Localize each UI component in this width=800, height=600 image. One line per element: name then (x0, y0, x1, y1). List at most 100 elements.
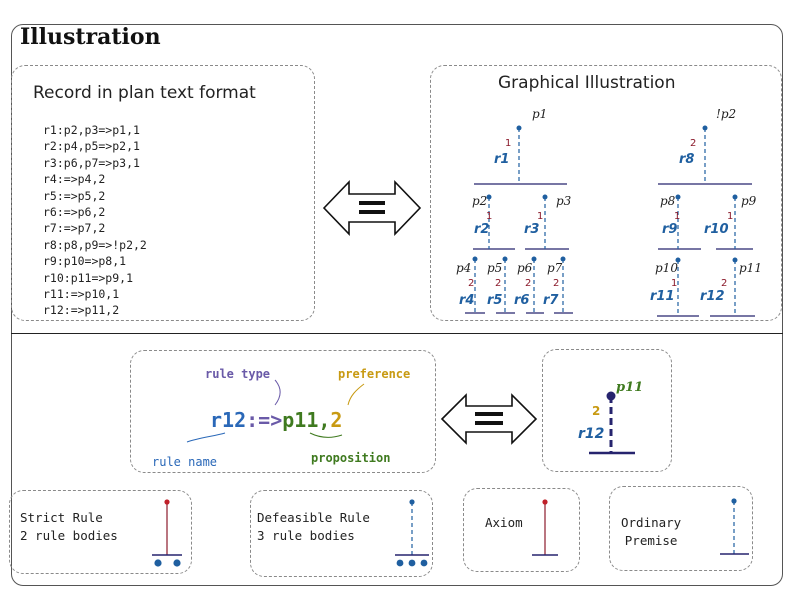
rule-example-diagram: p11 2 r12 (578, 380, 643, 455)
rule-example-panel (542, 349, 672, 472)
proposition-label: p4 (456, 261, 471, 275)
record-list: r1:p2,p3=>p1,1 r2:p4,p5=>p2,1 r3:p6,p7=>… (43, 122, 147, 319)
equivalence-arrow-top (322, 180, 422, 236)
tree-node (675, 257, 681, 263)
preference-token: 2 (330, 408, 342, 432)
preference-label: 1 (671, 278, 677, 289)
preference-label: 1 (727, 211, 733, 222)
record-line: r8:p8,p9=>!p2,2 (43, 237, 147, 252)
defeasible-rule-title: Defeasible Rule (257, 510, 370, 525)
record-line: r12:=>p11,2 (43, 303, 120, 318)
rule-name-label: r9 (662, 222, 677, 237)
tree-node (486, 194, 492, 200)
rule-type-pointer (274, 379, 281, 406)
preference-label: 2 (468, 278, 474, 289)
preference-label: 2 (690, 138, 696, 149)
record-line: r1:p2,p3=>p1,1 (43, 123, 140, 137)
proposition-label: p8 (660, 194, 676, 208)
proposition-label: p2 (472, 194, 487, 208)
axiom-icon (532, 499, 558, 556)
rule-name-label: r12 (700, 289, 725, 304)
equivalence-arrow-bottom (440, 393, 538, 445)
tree-node (732, 257, 738, 263)
record-line: r11:=>p10,1 (43, 287, 120, 302)
rule-name-pointer (186, 432, 226, 443)
rule-anatomy-diagram: rule type preference r12:=>p11,2 rule na… (152, 367, 410, 469)
legend-defeasible-rule (250, 490, 433, 577)
tree-node (675, 194, 681, 200)
proposition-label: p5 (487, 261, 502, 275)
proposition-label: proposition (311, 451, 390, 465)
record-line: r9:p10=>p8,1 (43, 254, 127, 269)
preference-pointer (347, 383, 365, 406)
strict-rule-desc: 2 rule bodies (20, 528, 118, 543)
plain-text-heading: Record in plan text format (33, 83, 256, 103)
tree-node (502, 256, 508, 262)
proposition-label: p3 (556, 194, 572, 208)
tree-node (542, 194, 548, 200)
rule-name-label: r1 (494, 152, 509, 167)
record-line: r4:=>p4,2 (43, 172, 106, 187)
rule-name-label: r7 (543, 293, 559, 308)
plain-text-panel (11, 65, 315, 321)
example-preference: 2 (592, 404, 600, 418)
proposition-label: p11 (739, 261, 762, 275)
svg-text:r12:=>p11,2: r12:=>p11,2 (210, 408, 342, 432)
proposition-label: p7 (547, 261, 563, 275)
proposition-token: p11 (282, 408, 318, 432)
example-proposition: p11 (616, 380, 643, 395)
preference-label: 2 (553, 278, 559, 289)
proposition-label: p10 (655, 261, 678, 275)
rule-name-label: r5 (487, 293, 502, 308)
preference-label: 1 (674, 211, 680, 222)
rule-type-label: rule type (205, 367, 270, 381)
preference-label: 1 (537, 211, 543, 222)
proposition-pointer (309, 432, 343, 438)
example-rule-name: r12 (578, 426, 604, 442)
rule-name-label: r2 (474, 222, 489, 237)
record-line: r10:p11=>p9,1 (43, 270, 134, 285)
preference-label: preference (338, 367, 410, 381)
defeasible-rule-desc: 3 rule bodies (257, 528, 355, 543)
strict-rule-title: Strict Rule (20, 510, 103, 525)
rule-name-label: r8 (679, 152, 694, 167)
graphical-heading: Graphical Illustration (498, 73, 676, 93)
tree-node (516, 125, 522, 131)
preference-label: 2 (495, 278, 501, 289)
proposition-label: !p2 (716, 107, 736, 121)
preference-label: 1 (486, 211, 492, 222)
record-line: r3:p6,p7=>p3,1 (43, 155, 140, 170)
rule-name-label: r4 (459, 293, 474, 308)
defeasible-rule-icon (395, 499, 429, 567)
preference-label: 1 (505, 138, 511, 149)
strict-rule-icon (152, 499, 182, 567)
proposition-label: p6 (517, 261, 533, 275)
rule-name-label: rule name (152, 455, 217, 469)
rule-name-label: r3 (524, 222, 539, 237)
example-node (606, 391, 616, 401)
legend-axiom (463, 488, 580, 572)
graphical-panel (430, 65, 782, 321)
rule-name-label: r6 (514, 293, 529, 308)
tree-node (702, 125, 708, 131)
premise-icon (720, 498, 749, 555)
page-title: Illustration (20, 24, 161, 50)
tree-node (732, 194, 738, 200)
record-line: r2:p4,p5=>p2,1 (43, 139, 140, 154)
rule-name-label: r11 (650, 289, 675, 304)
legend-strict-rule (9, 490, 192, 574)
tree-node (531, 256, 537, 262)
tree-node (472, 256, 478, 262)
rule-type-token: :=> (246, 408, 282, 432)
comma-token: , (318, 408, 330, 432)
section-divider (11, 333, 783, 334)
premise-label-line2: Premise (624, 533, 678, 548)
preference-label: 2 (721, 278, 727, 289)
record-line: r5:=>p5,2 (43, 188, 106, 203)
premise-label-line1: Ordinary (621, 515, 682, 530)
tree-node (560, 256, 566, 262)
rule-anatomy-panel (130, 350, 436, 473)
legend-ordinary-premise (609, 486, 753, 571)
record-line: r6:=>p6,2 (43, 205, 106, 220)
